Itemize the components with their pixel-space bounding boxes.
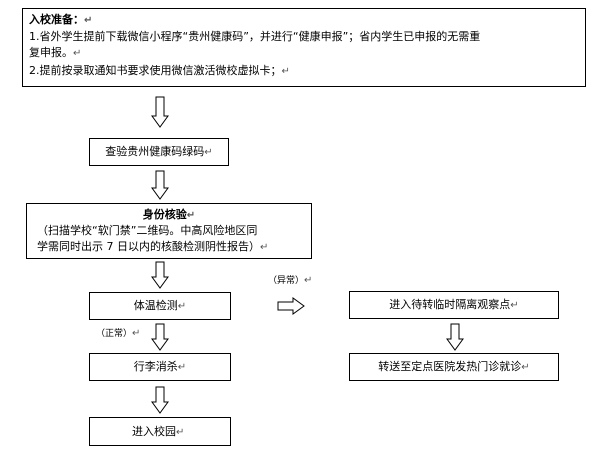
arrow-down-icon [151,323,169,351]
identity-verification-desc-1: （扫描学校“软门禁”二维码。中高风险地区同 [37,224,258,237]
identity-verification-box: 身份核验↵ （扫描学校“软门禁”二维码。中高风险地区同 学需同时出示 7 日以内… [26,203,312,259]
luggage-disinfection-label: 行李消杀↵ [133,360,187,373]
preparation-line-1-cont: 复申报。↵ [29,46,82,59]
arrow-down-icon [151,170,169,200]
arrow-down-icon [151,96,169,128]
preparation-title: 入校准备：↵ [29,13,93,26]
health-code-check-label: 查验贵州健康码绿码↵ [105,145,213,158]
arrow-right-icon [277,297,305,315]
identity-verification-desc-2: 学需同时出示 7 日以内的核酸检测阴性报告）↵ [37,240,269,253]
arrow-down-icon [446,323,464,351]
preparation-line-1: 1.省外学生提前下载微信小程序“贵州健康码”，并进行“健康申报”；省内学生已申报… [29,30,481,43]
enter-campus-label: 进入校园↵ [132,425,185,438]
isolation-point-label: 进入待转临时隔离观察点↵ [389,298,519,311]
enter-campus-box: 进入校园↵ [89,417,231,446]
normal-label: （正常）↵ [96,328,141,339]
isolation-point-box: 进入待转临时隔离观察点↵ [349,291,559,319]
arrow-down-icon [151,261,169,289]
luggage-disinfection-box: 行李消杀↵ [89,353,231,381]
hospital-transfer-box: 转送至定点医院发热门诊就诊↵ [349,353,559,381]
identity-verification-title: 身份核验↵ [142,208,196,221]
arrow-down-icon [151,386,169,414]
hospital-transfer-label: 转送至定点医院发热门诊就诊↵ [378,360,530,373]
preparation-box: 入校准备：↵ 1.省外学生提前下载微信小程序“贵州健康码”，并进行“健康申报”；… [22,8,586,87]
abnormal-label: （异常）↵ [268,275,313,286]
temperature-check-label: 体温检测↵ [133,299,187,312]
temperature-check-box: 体温检测↵ [89,292,231,320]
health-code-check-box: 查验贵州健康码绿码↵ [89,138,229,166]
preparation-line-2: 2.提前按录取通知书要求使用微信激活微校虚拟卡；↵ [29,64,290,77]
